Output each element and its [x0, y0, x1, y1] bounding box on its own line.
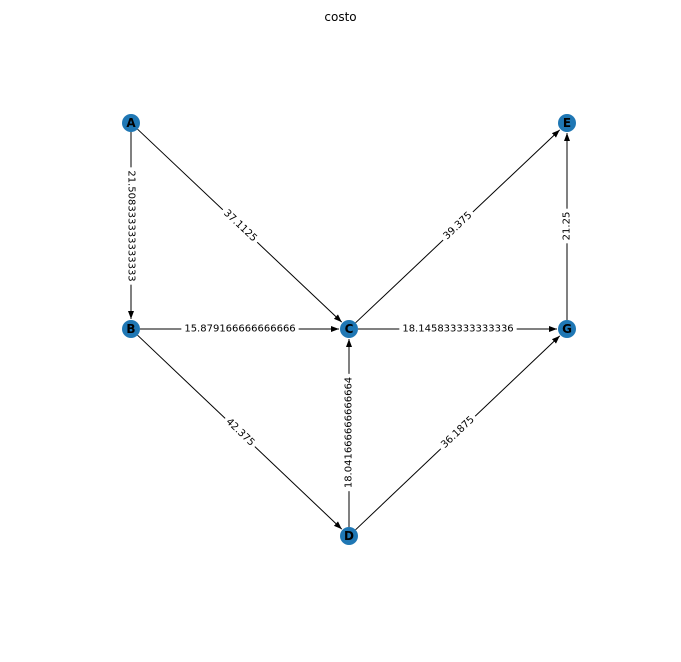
edge-label-background	[436, 411, 480, 454]
node-D: D	[340, 527, 358, 545]
node-G: G	[558, 320, 576, 338]
edge-label-text: 21.25	[562, 212, 573, 241]
edge-label-text: 36.1875	[439, 414, 477, 450]
edge-label-text: 37.1125	[221, 208, 259, 244]
edge-label-background	[560, 208, 574, 244]
edge-label-background	[218, 205, 262, 247]
node-label: C	[345, 322, 354, 336]
edge-label-text: 18.145833333333336	[402, 324, 513, 335]
node-circle	[122, 114, 140, 132]
edge-label-text: 39.375	[442, 210, 475, 242]
edge-label-D-C: 18.041666666666664	[342, 373, 356, 492]
diagram-title: costo	[324, 10, 357, 24]
edge-label-background	[124, 167, 138, 285]
edge-label-background	[399, 322, 517, 336]
edge-label-A-B: 21.508333333333333	[124, 167, 138, 285]
edge-label-C-E: 39.375	[438, 207, 478, 245]
edge-label-background	[342, 373, 356, 492]
edge-label-B-D: 42.375	[220, 413, 260, 452]
node-circle	[558, 320, 576, 338]
edge-label-D-G: 36.1875	[436, 411, 480, 454]
node-label: G	[562, 322, 572, 336]
edge-label-A-C: 37.1125	[218, 205, 262, 247]
edge-label-background	[438, 207, 478, 245]
node-circle	[122, 320, 140, 338]
edge-label-G-E: 21.25	[560, 208, 574, 244]
node-label: A	[126, 116, 136, 130]
edge-label-C-G: 18.145833333333336	[399, 322, 517, 336]
node-C: C	[340, 320, 358, 338]
node-circle	[558, 114, 576, 132]
node-label: B	[126, 322, 135, 336]
node-label: E	[563, 116, 571, 130]
node-B: B	[122, 320, 140, 338]
edge-labels-layer: 21.508333333333333 37.1125 15.879166666666…	[124, 167, 574, 492]
node-label: D	[344, 529, 354, 543]
node-circle	[340, 527, 358, 545]
edge-label-text: 15.879166666666666	[184, 324, 295, 335]
edge-label-background	[181, 322, 299, 336]
edge-label-text: 42.375	[224, 416, 257, 448]
edge-label-B-C: 15.879166666666666	[181, 322, 299, 336]
edge-label-text: 18.041666666666664	[344, 377, 355, 488]
node-circle	[340, 320, 358, 338]
node-E: E	[558, 114, 576, 132]
edge-label-text: 21.508333333333333	[126, 170, 137, 281]
node-A: A	[122, 114, 140, 132]
nodes-layer: A B C D E G	[122, 114, 576, 545]
edge-label-background	[220, 413, 260, 452]
